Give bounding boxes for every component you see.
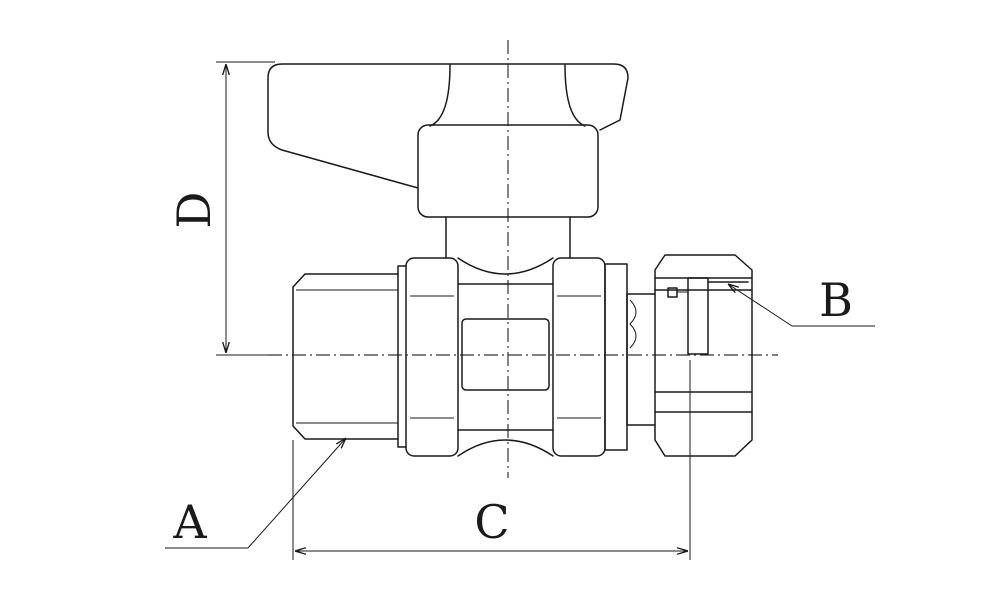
valve-stem — [445, 216, 571, 259]
label-b: B — [819, 273, 853, 327]
body-neck — [604, 263, 656, 451]
leader-a — [165, 438, 346, 549]
butterfly-handle — [267, 63, 629, 189]
body-window — [461, 318, 550, 391]
handle-hub — [417, 124, 599, 218]
compression-nut — [654, 254, 753, 457]
label-c: C — [474, 495, 509, 549]
leader-b — [728, 284, 875, 327]
dimension-d — [216, 61, 275, 356]
dimension-c — [292, 360, 691, 560]
valve-body — [405, 257, 606, 457]
male-threaded-end — [292, 265, 407, 448]
label-a: A — [172, 495, 207, 549]
label-d: D — [167, 192, 221, 229]
